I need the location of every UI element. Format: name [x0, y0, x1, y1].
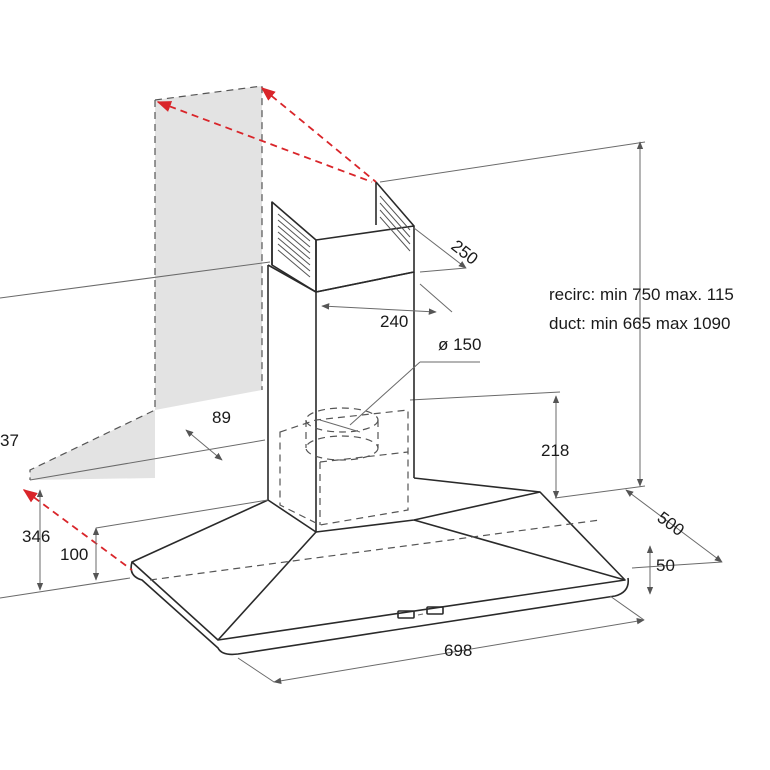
dimension-lines [36, 141, 723, 684]
dim-50-label: 50 [656, 556, 675, 575]
dim-250-label: 250 [448, 236, 482, 268]
dim-218-label: 218 [541, 441, 569, 460]
dim-100-label: 100 [60, 545, 88, 564]
recirc-height-note: recirc: min 750 max. 115 [549, 285, 734, 304]
wall-outline [29, 85, 263, 480]
dim-150-label: ø 150 [438, 335, 481, 354]
chimney [267, 181, 415, 532]
dim-89-label: 89 [212, 408, 231, 427]
dim-500-label: 500 [654, 508, 688, 540]
canopy [130, 477, 630, 656]
dim-698-label: 698 [444, 641, 472, 660]
duct-height-note: duct: min 665 max 1090 [549, 314, 730, 333]
motor-housing-hidden [279, 407, 409, 526]
dim-346-label: 346 [22, 527, 50, 546]
dim-partial-label: 37 [0, 431, 19, 450]
wall-clearance-lines [22, 87, 377, 571]
dim-240-label: 240 [380, 312, 408, 331]
reference-lines [0, 141, 646, 599]
